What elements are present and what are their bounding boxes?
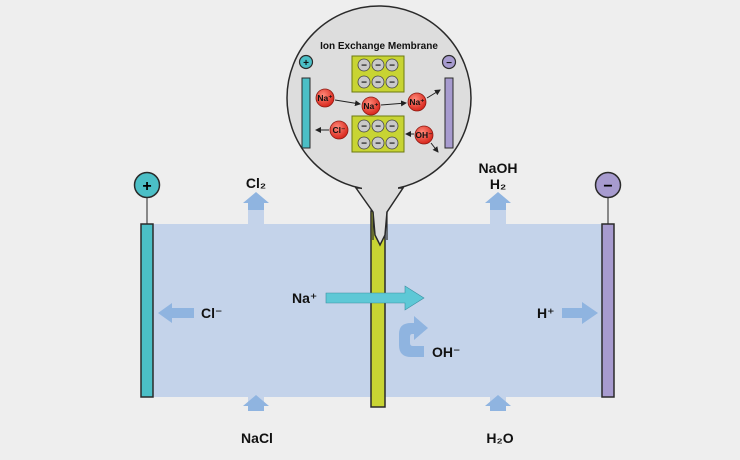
h-plus-label: H⁺ bbox=[537, 305, 555, 321]
svg-text:−: − bbox=[361, 61, 367, 72]
zoom-fixed-negative-charge: − bbox=[385, 136, 399, 150]
h-plus-arrow bbox=[562, 302, 598, 324]
zoom-na-ion-center: Na⁺ bbox=[361, 96, 381, 116]
oh-minus-return-arrow bbox=[399, 316, 428, 357]
zoom-anode-electrode bbox=[301, 77, 311, 149]
anode-terminal bbox=[133, 171, 161, 199]
zoom-oh-ion: OH⁻ bbox=[414, 125, 434, 145]
svg-text:Cl⁻: Cl⁻ bbox=[333, 125, 346, 135]
cl2-label: Cl₂ bbox=[246, 175, 266, 191]
zoom-fixed-negative-charge: − bbox=[371, 119, 385, 133]
h2-label: H₂ bbox=[490, 176, 506, 192]
zoom-arrow bbox=[430, 142, 439, 153]
zoom-fixed-negative-charge: − bbox=[385, 75, 399, 89]
naoh-h2-outlet-arrow bbox=[485, 192, 511, 210]
zoom-anode-terminal bbox=[298, 54, 314, 70]
zoom-fixed-negative-charge: − bbox=[357, 75, 371, 89]
svg-text:−: − bbox=[375, 78, 381, 89]
nacl-inlet-arrow bbox=[243, 395, 269, 411]
na-plus-arrow bbox=[325, 285, 425, 311]
zoom-fixed-negative-charge: − bbox=[357, 58, 371, 72]
naoh-h2-outlet-stem bbox=[490, 210, 506, 224]
cathode-electrode bbox=[601, 223, 615, 398]
svg-text:−: − bbox=[375, 122, 381, 133]
zoom-title: Ion Exchange Membrane bbox=[320, 41, 438, 52]
svg-text:−: − bbox=[361, 139, 367, 150]
zoom-cathode-symbol: − bbox=[446, 58, 452, 69]
svg-text:−: − bbox=[375, 61, 381, 72]
zoom-fixed-negative-charge: − bbox=[357, 136, 371, 150]
svg-text:Na⁺: Na⁺ bbox=[317, 93, 332, 103]
svg-text:Na⁺: Na⁺ bbox=[409, 97, 424, 107]
svg-text:−: − bbox=[389, 122, 395, 133]
zoom-cathode-terminal bbox=[441, 54, 457, 70]
svg-text:−: − bbox=[361, 78, 367, 89]
svg-text:Na⁺: Na⁺ bbox=[363, 101, 378, 111]
svg-text:OH⁻: OH⁻ bbox=[415, 130, 432, 140]
zoom-fixed-negative-charge: − bbox=[357, 119, 371, 133]
naoh-label: NaOH bbox=[479, 160, 518, 176]
svg-text:−: − bbox=[389, 139, 395, 150]
svg-text:−: − bbox=[389, 78, 395, 89]
oh-minus-label: OH⁻ bbox=[432, 344, 460, 360]
anode-electrode bbox=[140, 223, 154, 398]
svg-text:−: − bbox=[361, 122, 367, 133]
cathode-terminal bbox=[594, 171, 622, 199]
zoom-circle bbox=[286, 5, 472, 191]
zoom-cl-ion: Cl⁻ bbox=[329, 120, 349, 140]
svg-text:−: − bbox=[389, 61, 395, 72]
cl-minus-label: Cl⁻ bbox=[201, 305, 222, 321]
zoom-fixed-negative-charge: − bbox=[371, 75, 385, 89]
svg-text:−: − bbox=[375, 139, 381, 150]
zoom-fixed-negative-charge: − bbox=[371, 136, 385, 150]
cl2-outlet-arrow bbox=[243, 192, 269, 210]
zoom-arrow bbox=[380, 100, 407, 107]
zoom-fixed-negative-charge: − bbox=[371, 58, 385, 72]
cl2-outlet-stem bbox=[248, 210, 264, 224]
cl-minus-arrow bbox=[158, 303, 194, 323]
zoom-arrow bbox=[334, 99, 361, 107]
cathode-symbol: − bbox=[603, 178, 612, 195]
zoom-fixed-negative-charge: − bbox=[385, 58, 399, 72]
zoom-fixed-negative-charge: − bbox=[385, 119, 399, 133]
anode-symbol: + bbox=[142, 178, 151, 195]
zoom-cathode-electrode bbox=[444, 77, 454, 149]
h2o-label: H₂O bbox=[486, 430, 513, 446]
h2o-inlet-arrow bbox=[485, 395, 511, 411]
zoom-na-ion-left: Na⁺ bbox=[315, 88, 335, 108]
zoom-anode-symbol: + bbox=[303, 58, 309, 69]
nacl-label: NaCl bbox=[241, 430, 273, 446]
na-plus-label: Na⁺ bbox=[292, 290, 317, 306]
zoom-arrow bbox=[426, 89, 441, 99]
zoom-na-ion-right: Na⁺ bbox=[407, 92, 427, 112]
